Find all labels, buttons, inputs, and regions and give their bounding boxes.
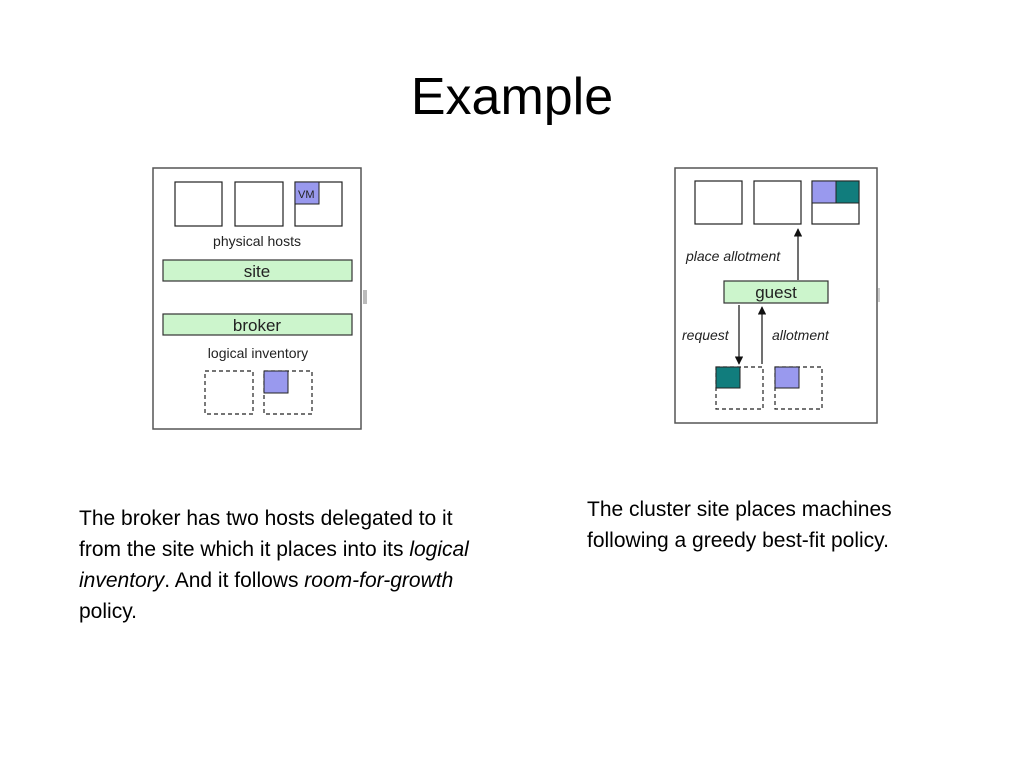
guest-request-block xyxy=(715,366,741,389)
vm-block xyxy=(811,180,837,204)
broker-bar xyxy=(162,313,353,336)
left-caption: The broker has two hosts delegated to it… xyxy=(79,503,489,627)
allotment-label: allotment xyxy=(772,327,830,343)
logical-inventory-term: logical inventory xyxy=(79,538,469,592)
room-for-growth-term: room-for-growth xyxy=(304,569,454,592)
logical-inventory-label: logical inventory xyxy=(208,345,308,361)
request-label: request xyxy=(682,327,730,343)
physical-host-box xyxy=(234,181,284,227)
scroll-mark-left xyxy=(363,290,367,304)
left-caption-text: The broker has two hosts delegated to it… xyxy=(79,507,453,561)
broker-label: broker xyxy=(233,316,282,335)
logical-vm-block xyxy=(774,366,800,389)
physical-host-box xyxy=(174,181,223,227)
vm-label: VM xyxy=(298,189,315,201)
guest-label: guest xyxy=(755,283,797,302)
site-label: site xyxy=(244,262,270,281)
right-diagram: place allotment guest request allotment xyxy=(674,167,880,424)
left-caption-text: policy. xyxy=(79,600,137,623)
guest-vm-block xyxy=(835,180,860,204)
place-allotment-label: place allotment xyxy=(685,248,781,264)
logical-host-box xyxy=(204,370,254,415)
site-bar xyxy=(162,259,353,282)
physical-hosts-label: physical hosts xyxy=(213,233,301,249)
vm-block xyxy=(294,181,320,205)
logical-vm-block xyxy=(263,370,289,394)
physical-host-box xyxy=(753,180,802,225)
left-diagram: VM physical hosts site broker logical in… xyxy=(152,167,367,430)
right-caption: The cluster site places machines followi… xyxy=(587,498,892,552)
slide-title: Example xyxy=(410,68,614,126)
physical-host-box xyxy=(694,180,743,225)
left-caption-text: . And it follows xyxy=(164,569,305,592)
guest-bar xyxy=(723,280,829,304)
scroll-mark-right xyxy=(878,288,880,302)
